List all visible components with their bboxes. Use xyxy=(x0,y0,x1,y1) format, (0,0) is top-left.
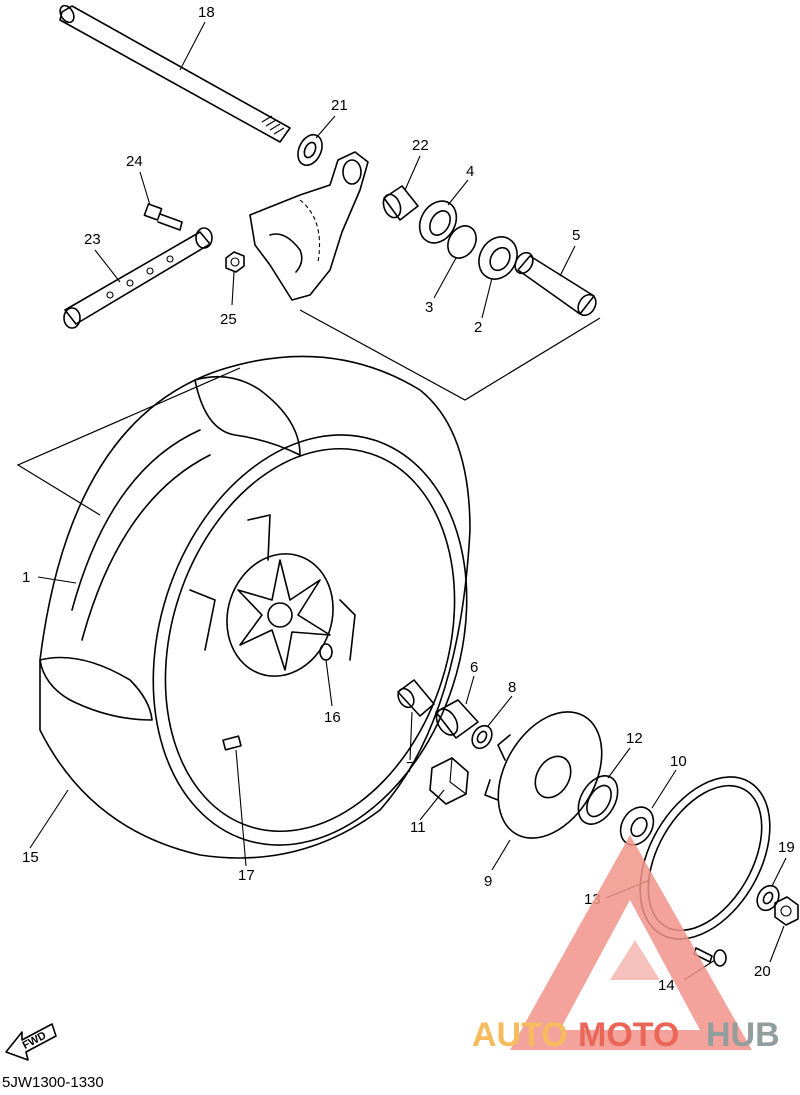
oil-seal-part xyxy=(418,200,458,244)
label-21: 21 xyxy=(331,97,348,114)
watermark-moto: MOTO xyxy=(578,1016,679,1054)
label-11: 11 xyxy=(410,819,426,836)
oil-seal-12-part xyxy=(577,775,619,825)
wheel-hub-part xyxy=(226,553,334,677)
label-17: 17 xyxy=(238,867,255,884)
fwd-arrow-icon: FWD xyxy=(5,1023,57,1061)
label-24: 24 xyxy=(126,153,143,170)
tension-bar-part xyxy=(63,227,213,329)
tire-part xyxy=(39,355,471,859)
watermark-auto: AUTO xyxy=(472,1016,568,1054)
collar-7-part xyxy=(397,679,435,717)
label-7: 7 xyxy=(406,759,414,776)
label-16: 16 xyxy=(324,709,341,726)
leader-lines xyxy=(29,21,787,981)
bearing-6-part xyxy=(435,699,479,739)
spacer-5-part xyxy=(514,251,597,317)
circlip-part xyxy=(447,225,477,259)
nut-25-part xyxy=(225,251,245,273)
damper-part xyxy=(429,757,469,805)
watermark-triangle-icon xyxy=(510,835,752,1050)
label-22: 22 xyxy=(412,137,429,154)
rim-part xyxy=(71,429,468,846)
watermark-logo: AUTO MOTO HUB xyxy=(472,835,780,1054)
label-9: 9 xyxy=(484,873,492,890)
bearing-2-part xyxy=(478,236,518,280)
watermark-hub: HUB xyxy=(706,1016,780,1054)
clutch-hub-part xyxy=(484,711,603,839)
lower-assembly-frame xyxy=(16,367,241,516)
label-14: 14 xyxy=(658,977,675,994)
label-1: 1 xyxy=(22,569,30,586)
valve-part xyxy=(319,643,333,661)
bolt-24-part xyxy=(143,203,183,231)
part-labels: 18 21 22 4 24 23 25 3 2 5 1 16 6 8 7 12 … xyxy=(22,4,795,994)
collar-part xyxy=(297,133,323,167)
watermark-triangle-inner-icon xyxy=(610,940,660,980)
label-4: 4 xyxy=(466,163,474,180)
fwd-label: FWD xyxy=(21,1030,49,1052)
bearing-10-part xyxy=(619,806,655,846)
label-15: 15 xyxy=(22,849,39,866)
label-3: 3 xyxy=(425,299,433,316)
label-2: 2 xyxy=(474,319,482,336)
drawing-code: 5JW1300-1330 xyxy=(2,1074,104,1091)
oil-seal-8-part xyxy=(471,724,493,750)
washer-19-part xyxy=(756,884,780,912)
label-8: 8 xyxy=(508,679,516,696)
label-6: 6 xyxy=(470,659,478,676)
label-23: 23 xyxy=(84,231,101,248)
balance-weight-part xyxy=(222,735,242,751)
label-25: 25 xyxy=(220,311,237,328)
label-5: 5 xyxy=(572,227,580,244)
upper-assembly-frame xyxy=(299,309,601,401)
label-20: 20 xyxy=(754,963,771,980)
label-18: 18 xyxy=(198,4,215,21)
label-12: 12 xyxy=(626,730,643,747)
label-19: 19 xyxy=(778,839,795,856)
axle-part xyxy=(59,4,291,143)
caliper-bracket-part xyxy=(249,151,369,301)
nut-20-part xyxy=(774,896,799,926)
collar-22-part xyxy=(382,185,419,221)
label-10: 10 xyxy=(670,753,687,770)
